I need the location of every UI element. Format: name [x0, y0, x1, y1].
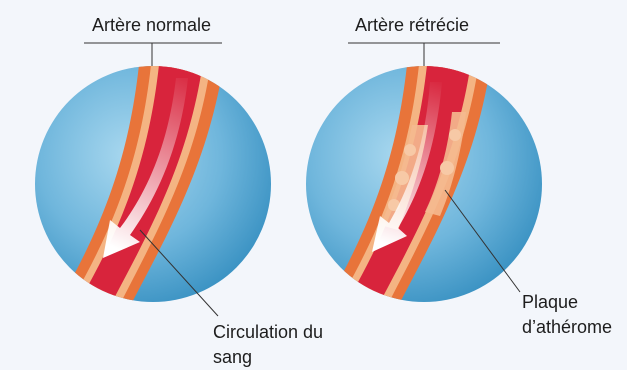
plaque-label-line1: Plaque	[522, 291, 578, 313]
narrowed-artery-title: Artère rétrécie	[355, 14, 469, 36]
normal-artery-cross-section	[35, 55, 271, 316]
blood-flow-label-line1: Circulation du	[213, 321, 323, 343]
normal-artery-title: Artère normale	[92, 14, 211, 36]
plaque-label-line2: d’athérome	[522, 316, 612, 338]
narrowed-artery-cross-section	[306, 55, 542, 310]
blood-flow-label-line2: sang	[213, 346, 252, 368]
